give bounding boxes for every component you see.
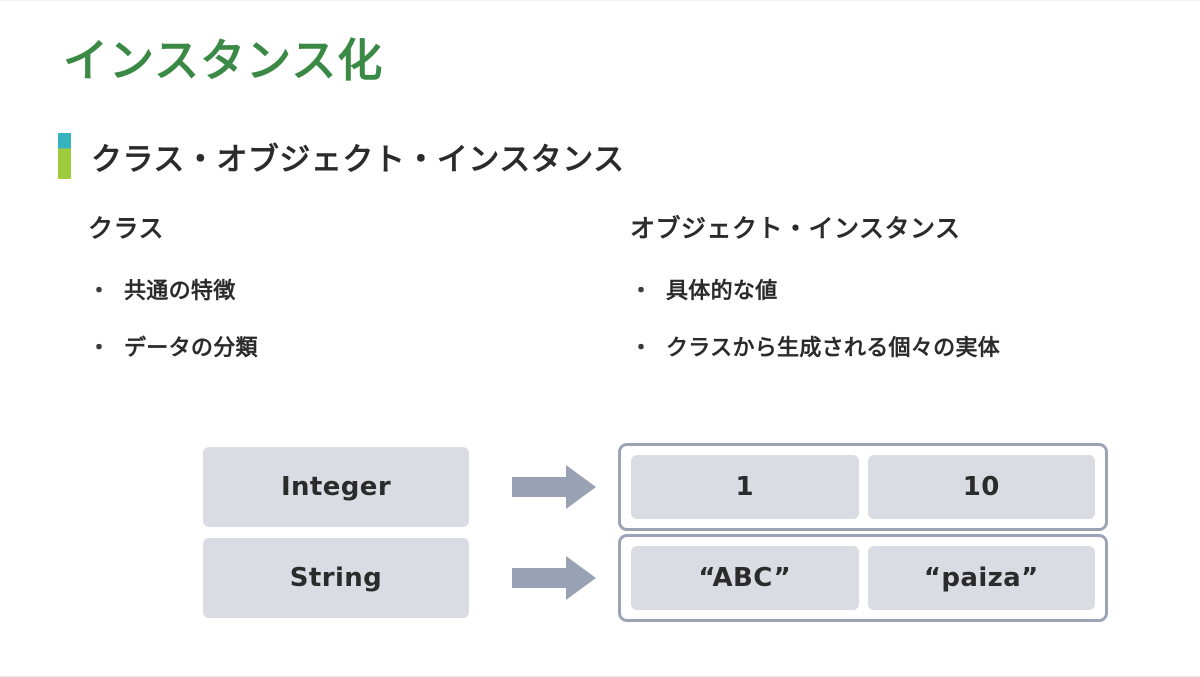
diagram-row-integer: Integer 1 10 [0,443,1200,531]
column-class-heading: クラス [88,214,165,243]
column-class-bullets: ・ 共通の特徴 ・ データの分類 [88,276,558,365]
list-item: ・ 具体的な値 [630,276,1100,308]
right-arrow-icon [512,556,596,600]
class-instance-diagram: Integer 1 10 String “ABC” “paiza” [0,441,1200,631]
instance-box: “paiza” [867,546,1095,610]
list-item: ・ 共通の特徴 [88,276,558,308]
section-heading: クラス・オブジェクト・インスタンス [58,133,625,179]
list-item-label: クラスから生成される個々の実体 [666,335,1001,361]
instance-box: “ABC” [631,546,859,610]
list-item: ・ データの分類 [88,333,558,365]
column-instance-bullets: ・ 具体的な値 ・ クラスから生成される個々の実体 [630,276,1100,365]
bullet-dot-icon: ・ [88,335,111,361]
column-instance-heading: オブジェクト・インスタンス [630,214,961,243]
diagram-row-string: String “ABC” “paiza” [0,534,1200,622]
page-title: インスタンス化 [63,34,384,87]
column-instance: オブジェクト・インスタンス ・ 具体的な値 ・ クラスから生成される個々の実体 [630,209,1100,390]
bullet-dot-icon: ・ [630,279,653,304]
instance-group-string: “ABC” “paiza” [618,534,1108,622]
instance-group-integer: 1 10 [618,443,1108,531]
bullet-dot-icon: ・ [88,279,111,304]
instance-box: 10 [867,455,1095,519]
class-box-string: String [203,538,469,618]
section-accent-bar-icon [58,133,71,179]
list-item-label: データの分類 [124,335,258,361]
column-class: クラス ・ 共通の特徴 ・ データの分類 [88,209,558,390]
list-item-label: 共通の特徴 [124,279,236,304]
class-box-integer: Integer [203,447,469,527]
section-heading-label: クラス・オブジェクト・インスタンス [91,141,625,178]
right-arrow-icon [512,465,596,509]
list-item-label: 具体的な値 [666,279,778,304]
list-item: ・ クラスから生成される個々の実体 [630,333,1100,365]
bullet-dot-icon: ・ [630,335,653,361]
instance-box: 1 [631,455,859,519]
